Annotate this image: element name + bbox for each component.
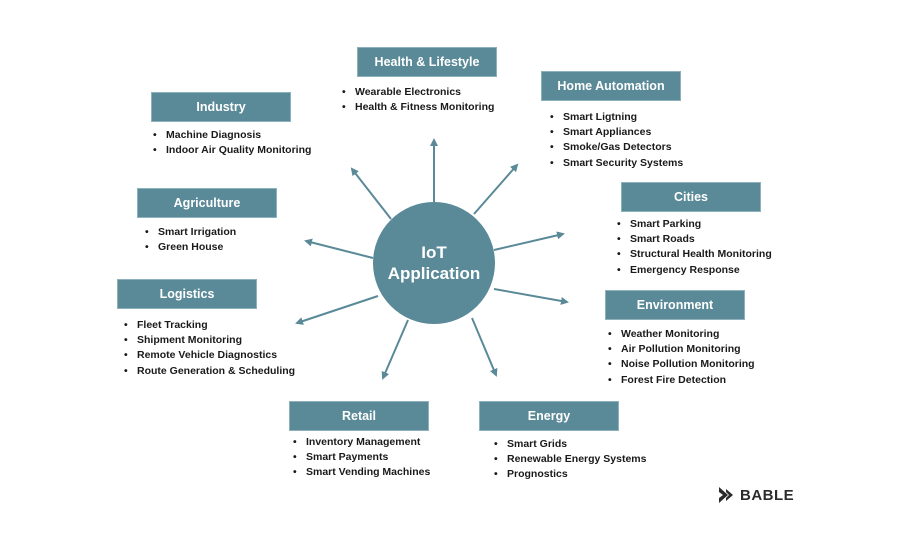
spoke-arrow-environment bbox=[493, 288, 569, 305]
category-industry: Industry bbox=[151, 92, 291, 122]
list-item: Machine Diagnosis bbox=[153, 128, 311, 143]
list-item: Smart Grids bbox=[494, 437, 646, 452]
list-item: Smoke/Gas Detectors bbox=[550, 140, 683, 155]
list-item: Smart Security Systems bbox=[550, 156, 683, 171]
list-item: Green House bbox=[145, 240, 236, 255]
list-item: Wearable Electronics bbox=[342, 85, 494, 100]
spoke-arrow-cities bbox=[493, 231, 565, 251]
spoke-arrow-retail bbox=[381, 319, 409, 380]
list-item: Indoor Air Quality Monitoring bbox=[153, 143, 311, 158]
list-item: Health & Fitness Monitoring bbox=[342, 100, 494, 115]
list-environment: Weather Monitoring Air Pollution Monitor… bbox=[608, 327, 755, 388]
hub-title-line2: Application bbox=[387, 264, 481, 283]
list-item: Smart Appliances bbox=[550, 125, 683, 140]
list-industry: Machine Diagnosis Indoor Air Quality Mon… bbox=[153, 128, 311, 158]
list-item: Prognostics bbox=[494, 467, 646, 482]
list-item: Noise Pollution Monitoring bbox=[608, 357, 755, 372]
brand-name: BABLE bbox=[740, 486, 795, 504]
category-energy: Energy bbox=[479, 401, 619, 431]
brand-logo: BABLE bbox=[717, 486, 794, 504]
bable-logo-icon bbox=[719, 487, 733, 503]
list-retail: Inventory Management Smart Payments Smar… bbox=[293, 435, 430, 481]
list-item: Smart Ligtning bbox=[550, 110, 683, 125]
spoke-arrow-home-automation bbox=[473, 163, 519, 215]
list-item: Fleet Tracking bbox=[124, 318, 295, 333]
list-item: Smart Parking bbox=[617, 217, 772, 232]
list-home-automation: Smart Ligtning Smart Appliances Smoke/Ga… bbox=[550, 110, 683, 171]
list-health-lifestyle: Wearable Electronics Health & Fitness Mo… bbox=[342, 85, 494, 115]
iot-application-hub: IoT Application bbox=[373, 202, 495, 324]
hub-title-line1: IoT bbox=[421, 242, 447, 262]
list-item: Weather Monitoring bbox=[608, 327, 755, 342]
list-energy: Smart Grids Renewable Energy Systems Pro… bbox=[494, 437, 646, 483]
list-item: Forest Fire Detection bbox=[608, 373, 755, 388]
category-agriculture: Agriculture bbox=[137, 188, 277, 218]
category-retail: Retail bbox=[289, 401, 429, 431]
spoke-arrow-industry bbox=[350, 167, 392, 220]
list-item: Structural Health Monitoring bbox=[617, 247, 772, 262]
list-item: Smart Payments bbox=[293, 450, 430, 465]
list-item: Renewable Energy Systems bbox=[494, 452, 646, 467]
list-item: Inventory Management bbox=[293, 435, 430, 450]
list-item: Smart Vending Machines bbox=[293, 465, 430, 480]
category-health-lifestyle: Health & Lifestyle bbox=[357, 47, 497, 77]
list-item: Route Generation & Scheduling bbox=[124, 364, 295, 379]
list-cities: Smart Parking Smart Roads Structural Hea… bbox=[617, 217, 772, 278]
category-home-automation: Home Automation bbox=[541, 71, 681, 101]
list-item: Smart Irrigation bbox=[145, 225, 236, 240]
list-item: Smart Roads bbox=[617, 232, 772, 247]
list-item: Air Pollution Monitoring bbox=[608, 342, 755, 357]
spoke-arrow-energy bbox=[471, 317, 498, 377]
category-cities: Cities bbox=[621, 182, 761, 212]
list-item: Emergency Response bbox=[617, 263, 772, 278]
list-item: Remote Vehicle Diagnostics bbox=[124, 348, 295, 363]
list-item: Shipment Monitoring bbox=[124, 333, 295, 348]
list-logistics: Fleet Tracking Shipment Monitoring Remot… bbox=[124, 318, 295, 379]
category-logistics: Logistics bbox=[117, 279, 257, 309]
spoke-arrow-logistics bbox=[295, 295, 379, 325]
spoke-arrow-agriculture bbox=[304, 238, 374, 259]
category-environment: Environment bbox=[605, 290, 745, 320]
list-agriculture: Smart Irrigation Green House bbox=[145, 225, 236, 255]
